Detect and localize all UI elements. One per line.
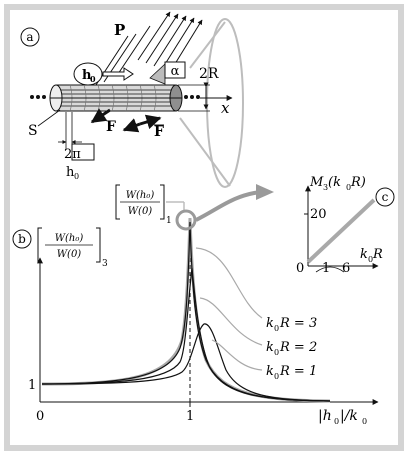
svg-text:W(h₀): W(h₀) xyxy=(55,233,84,244)
svg-text:F: F xyxy=(106,119,116,135)
s-label: S xyxy=(28,123,38,139)
inset-xlabel: k 0 R xyxy=(360,247,383,264)
svg-text:0: 0 xyxy=(362,417,367,426)
svg-text:0: 0 xyxy=(368,255,373,264)
h0-bubble: h 0 xyxy=(73,62,103,86)
s-leader xyxy=(37,109,61,127)
peak-label: W(h₀) W(0) 1 xyxy=(115,184,185,226)
svg-text:R = 1: R = 1 xyxy=(279,364,317,379)
curve-leaders xyxy=(195,247,263,371)
force-arrows: F F xyxy=(90,108,164,140)
svg-text:0: 0 xyxy=(334,417,339,426)
svg-text:c: c xyxy=(382,190,389,204)
curve-label-k2: k 0 R = 2 xyxy=(266,340,317,357)
inset-ylabel: M 3 (k 0 R) xyxy=(309,175,366,192)
svg-text:R: R xyxy=(372,247,383,262)
tick-x-0: 0 xyxy=(36,409,44,424)
svg-text:0: 0 xyxy=(74,172,79,181)
panel-b-graph: b W(h₀) W(0) 3 W(h₀) W(0) 1 xyxy=(12,184,379,426)
svg-text:R = 3: R = 3 xyxy=(279,316,317,331)
svg-text:0: 0 xyxy=(90,74,96,84)
svg-text:R = 2: R = 2 xyxy=(279,340,317,355)
peak-highlight xyxy=(175,184,274,231)
svg-text:0: 0 xyxy=(274,348,279,357)
panel-c-label: c xyxy=(375,187,395,207)
panel-a-diagram: a P xyxy=(20,11,244,188)
svg-text:W(h₀): W(h₀) xyxy=(126,190,155,201)
x-axis-label: |h 0 |/k 0 xyxy=(318,408,367,426)
y-axis-label: W(h₀) W(0) 3 xyxy=(37,227,108,269)
svg-text:h: h xyxy=(82,68,92,83)
svg-text:k: k xyxy=(266,316,274,331)
inset-line xyxy=(306,198,376,264)
svg-text:|/k: |/k xyxy=(340,408,358,424)
svg-text:k: k xyxy=(266,340,274,355)
svg-text:W(0): W(0) xyxy=(57,249,82,260)
p-arrows xyxy=(93,11,203,89)
curve-label-k3: k 0 R = 3 xyxy=(266,316,317,333)
inset-c: c M 3 (k 0 R) 20 0 1 6 k 0 R xyxy=(296,175,395,276)
inset-scale-break xyxy=(315,266,345,273)
svg-text:3: 3 xyxy=(102,259,108,269)
svg-text:2R: 2R xyxy=(199,66,219,82)
alpha-box: α xyxy=(149,61,186,85)
svg-text:1: 1 xyxy=(166,216,172,226)
svg-text:b: b xyxy=(18,232,26,246)
svg-text:α: α xyxy=(171,64,180,79)
curve-k1 xyxy=(41,323,331,402)
beam-cone xyxy=(179,18,244,188)
svg-text:|h: |h xyxy=(318,408,332,424)
panel-b-label: b xyxy=(12,229,32,249)
rod-cylinder xyxy=(49,84,183,112)
tick-y-1: 1 xyxy=(28,378,36,393)
svg-text:W(0): W(0) xyxy=(128,206,153,217)
svg-text:(k: (k xyxy=(328,175,341,190)
axes xyxy=(37,225,379,407)
inset-ytick-20: 20 xyxy=(310,207,327,222)
dotted-axis xyxy=(30,95,200,99)
inset-origin: 0 xyxy=(296,261,304,276)
svg-text:x: x xyxy=(221,99,230,117)
figure-frame xyxy=(4,4,404,451)
x-axis-arrow: x xyxy=(200,95,233,117)
svg-text:F: F xyxy=(154,124,164,140)
svg-text:R): R) xyxy=(350,175,366,190)
svg-text:M: M xyxy=(309,175,324,190)
inset-axes xyxy=(304,185,379,269)
svg-text:0: 0 xyxy=(274,372,279,381)
svg-text:0: 0 xyxy=(274,324,279,333)
svg-text:k: k xyxy=(266,364,274,379)
svg-text:k: k xyxy=(360,247,368,262)
curve-k2 xyxy=(41,267,331,402)
radius-dimension: 2R xyxy=(178,66,219,112)
panel-a-label: a xyxy=(20,27,40,47)
h0-arrow xyxy=(102,67,134,81)
svg-text:2π: 2π xyxy=(64,147,81,162)
tick-x-1: 1 xyxy=(186,409,194,424)
svg-text:3: 3 xyxy=(323,183,328,192)
inset-xtick-6: 6 xyxy=(342,261,350,276)
curves xyxy=(41,217,331,403)
svg-text:h: h xyxy=(66,165,75,180)
p-label: P xyxy=(114,21,125,39)
inset-xtick-1: 1 xyxy=(322,261,330,276)
curve-label-k1: k 0 R = 1 xyxy=(266,364,317,381)
svg-text:a: a xyxy=(26,30,33,44)
svg-text:0: 0 xyxy=(346,183,351,192)
pitch-dimension: 2π h 0 xyxy=(58,112,95,181)
